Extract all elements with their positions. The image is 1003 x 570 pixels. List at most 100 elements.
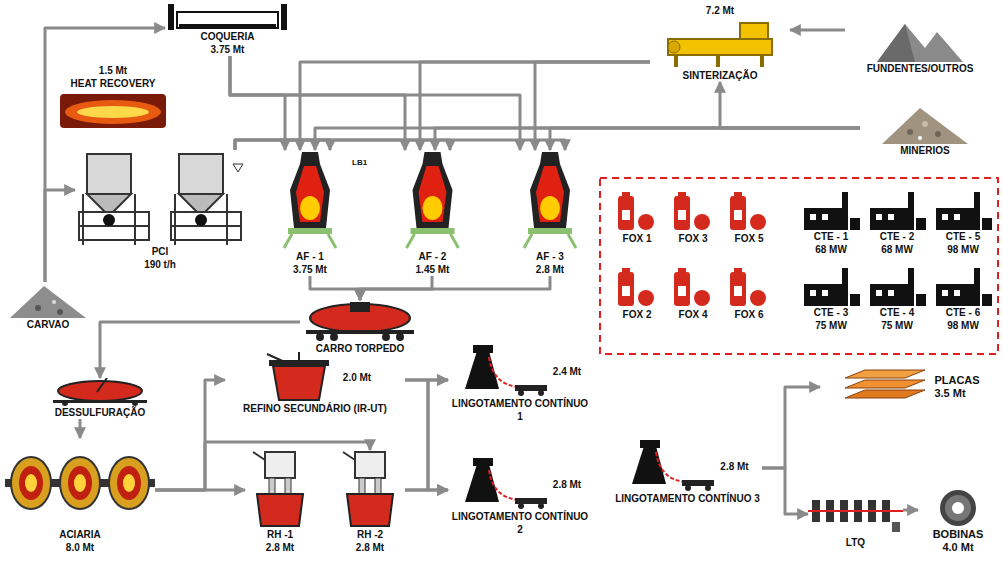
power-plant-icon [866, 268, 928, 306]
flow-connector [45, 190, 75, 282]
node-label: FOX 6 [735, 308, 764, 321]
process-node: 1.5 MtHEAT RECOVERY [58, 64, 168, 130]
continuous-caster-icon [459, 458, 549, 510]
node-label: CARVAO [27, 318, 69, 331]
ore-pile-icon [860, 104, 990, 144]
node-label: FOX 2 [623, 308, 652, 321]
icon-row: PLACAS3.5 Mt [835, 362, 979, 412]
flow-connector [100, 322, 300, 378]
coil-icon [918, 488, 998, 528]
coal-illustration [8, 282, 88, 318]
flow-connector [903, 509, 918, 512]
side-labels: 2.8 Mt [720, 460, 748, 473]
process-node: CTE - 698 MW [932, 268, 994, 332]
rh-degasser-icon [245, 450, 315, 528]
flow-connector [405, 489, 448, 492]
slab-stack-icon [835, 362, 930, 412]
process-node: CTE - 375 MW [800, 268, 862, 332]
flow-connector [300, 62, 650, 150]
cte-illustration [932, 192, 994, 230]
fox-plant-icon [668, 192, 718, 232]
flow-connector [235, 140, 565, 150]
node-label: CTE - 6 [946, 306, 980, 319]
node-label: REFINO SECUNDÁRIO (IR-UT) [243, 402, 387, 415]
process-node: CTE - 598 MW [932, 192, 994, 256]
heat-illustration [58, 90, 168, 130]
flow-connector [762, 387, 820, 468]
process-node: 7.2 MtSINTERIZAÇÃO [650, 4, 790, 82]
process-node: FOX 3 [668, 192, 718, 245]
torpedo-illustration [300, 300, 420, 342]
node-label: CARRO TORPEDO [316, 342, 405, 355]
icon-row: 2.8 Mt [459, 458, 581, 510]
node-label: 2.4 Mt [553, 365, 581, 378]
flow-connector [405, 380, 448, 490]
bf-illustration [505, 150, 595, 250]
flow-connector [720, 82, 860, 128]
node-label: 8.0 Mt [66, 541, 94, 554]
node-label: FOX 1 [623, 232, 652, 245]
process-node: ACIARIA8.0 Mt [5, 438, 155, 554]
blast-furnace-icon [505, 150, 595, 250]
fox-illustration [612, 268, 662, 308]
node-label: 2.8 Mt [720, 460, 748, 473]
fox-illustration [724, 192, 774, 232]
node-label: MINERIOS [900, 144, 949, 157]
node-label: CTE - 4 [880, 306, 914, 319]
node-label: HEAT RECOVERY [70, 77, 155, 90]
node-label: FOX 3 [679, 232, 708, 245]
flow-connector [762, 468, 808, 514]
continuous-caster-icon [459, 345, 549, 397]
node-label: RH -2 [357, 528, 383, 541]
cte-illustration [932, 268, 994, 306]
node-label: 3.5 Mt [934, 387, 965, 400]
node-label: 98 MW [947, 243, 979, 256]
bf-illustration [395, 150, 470, 250]
node-label: RH -1 [267, 528, 293, 541]
process-node: FOX 1 [612, 192, 662, 245]
cte-illustration [800, 192, 862, 230]
flow-connector [230, 56, 285, 150]
node-label: 68 MW [881, 243, 913, 256]
process-node: FUNDENTES/OUTROS [845, 18, 995, 75]
cte-illustration [866, 192, 928, 230]
rh-illustration [245, 450, 315, 528]
process-node: 2.8 MtLINGOTAMENTO CONTÍNUO 3 [613, 440, 762, 505]
flow-connector [310, 276, 360, 300]
node-label: 75 MW [815, 319, 847, 332]
node-label: CTE - 1 [814, 230, 848, 243]
fox-plant-icon [724, 192, 774, 232]
flow-connector [420, 62, 650, 150]
sinter-machine-icon [650, 17, 790, 69]
node-label: AF - 2 [419, 250, 447, 263]
process-node: CTE - 475 MW [866, 268, 928, 332]
sinter-illustration [650, 17, 790, 69]
side-labels: 2.8 Mt [553, 478, 581, 491]
desulfurization-icon [35, 378, 165, 406]
flow-connector [535, 62, 650, 150]
process-node: FOX 5 [724, 192, 774, 245]
process-node: CARVAO [8, 282, 88, 331]
process-node: 2.0 MtREFINO SECUNDÁRIO (IR-UT) [225, 352, 405, 415]
process-node: CTE - 268 MW [866, 192, 928, 256]
continuous-caster-icon [626, 440, 716, 492]
node-label: 2.8 Mt [356, 541, 384, 554]
node-label: CTE - 3 [814, 306, 848, 319]
bf-illustration [255, 150, 365, 250]
node-label: ACIARIA [59, 528, 101, 541]
node-label: LTQ [846, 536, 865, 549]
node-label: SINTERIZAÇÃO [683, 69, 758, 82]
node-label: CTE - 2 [880, 230, 914, 243]
cte-illustration [800, 268, 862, 306]
node-label: 1.45 Mt [416, 263, 450, 276]
flow-connector [155, 442, 370, 490]
power-plant-icon [932, 192, 994, 230]
node-label: 2.8 Mt [266, 541, 294, 554]
node-label: 4.0 Mt [942, 541, 973, 554]
power-plant-icon [932, 268, 994, 306]
rolling-mill-icon [808, 492, 903, 536]
process-node: COQUERIA3.75 Mt [165, 4, 290, 56]
node-label: 2.8 Mt [536, 263, 564, 276]
node-label: 68 MW [815, 243, 847, 256]
node-label: 3.75 Mt [211, 43, 245, 56]
